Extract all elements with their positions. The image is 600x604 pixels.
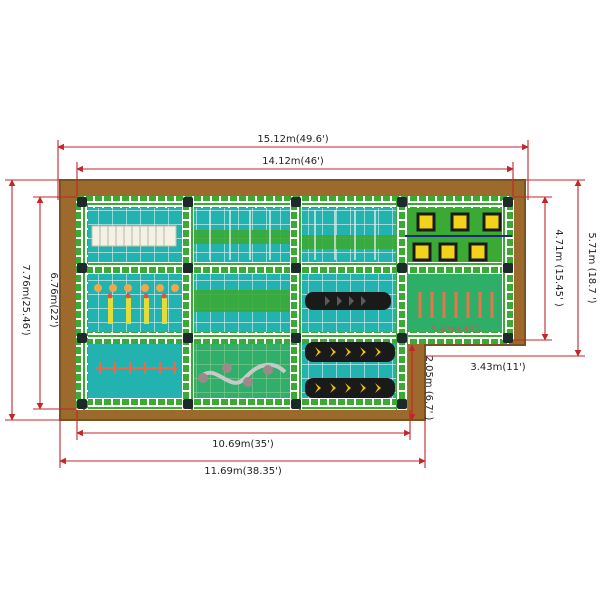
- pillar-obstacle: [94, 284, 179, 324]
- arrow-lane-lower: [305, 378, 395, 398]
- label-notch-height: 2.05m (6.7' ): [423, 356, 434, 421]
- green-bands: [78, 200, 512, 404]
- label-frame-width: 14.12m(46'): [262, 156, 324, 167]
- label-total-height: 7.76m(25.46'): [20, 264, 31, 335]
- hurdle-obstacle: [95, 362, 178, 374]
- label-total-width: 15.12m(49.6'): [257, 134, 328, 145]
- square-targets: [405, 212, 512, 262]
- rope-grid: [209, 210, 376, 260]
- label-frame-height: 6.76m(22'): [48, 272, 59, 327]
- frame-posts: [77, 197, 513, 409]
- arrow-lane-upper: [305, 342, 395, 362]
- dimension-lines: [5, 140, 585, 468]
- label-notch-width-inner: 3.43m(11'): [431, 325, 481, 335]
- label-lower-frame-width: 10.69m(35'): [212, 439, 274, 450]
- label-right-frame-height: 4.71m (15.45' ): [553, 229, 564, 307]
- fence-obstacle: [91, 225, 177, 247]
- wavy-obstacle: [198, 362, 287, 387]
- label-notch-width: 3.43m(11'): [470, 362, 525, 373]
- label-right-total-height: 5.71m (18.7 '): [586, 232, 597, 303]
- label-lower-total-width: 11.69m(38.35'): [204, 466, 282, 477]
- dark-lane-obstacle: [305, 292, 391, 310]
- pole-obstacle: [418, 292, 494, 318]
- frame-columns: [76, 200, 514, 410]
